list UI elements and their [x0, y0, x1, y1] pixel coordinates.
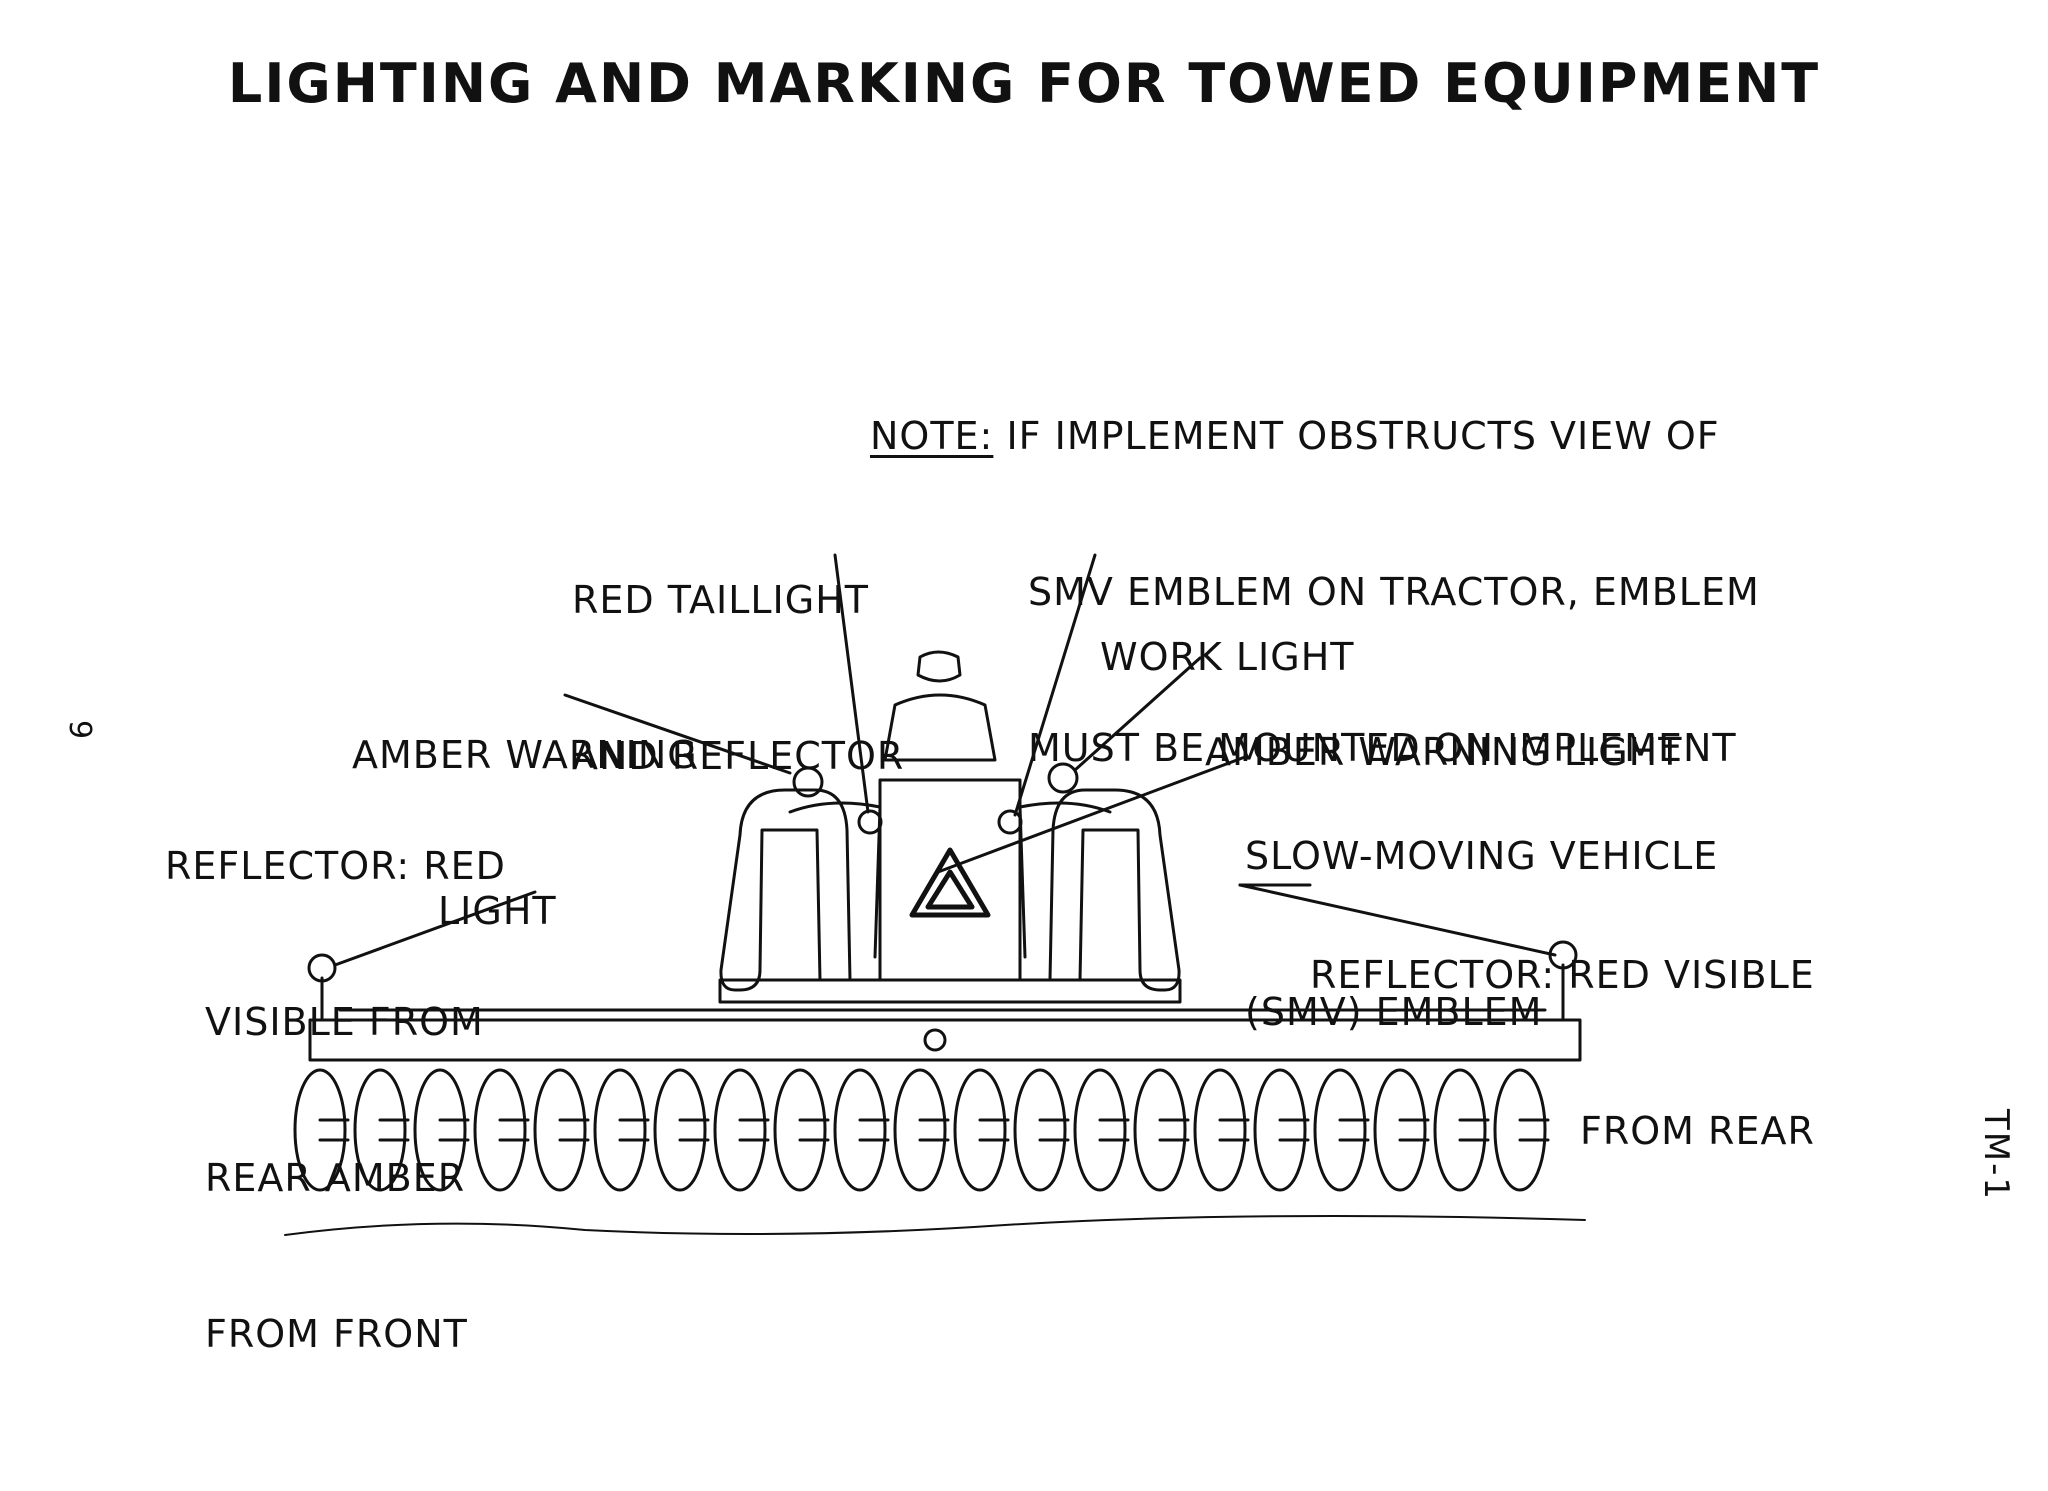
label-reflector-right-line-1: REFLECTOR: RED VISIBLE: [1310, 953, 1815, 997]
leader-amber-left: [563, 693, 792, 775]
disc-hub: [1218, 1118, 1250, 1142]
label-reflector-left-line-3: REAR AMBER: [205, 1156, 466, 1200]
label-smv-line-2: (SMV) EMBLEM: [1245, 990, 1543, 1034]
disc-blade: [473, 1068, 527, 1192]
disc-hub: [378, 1118, 410, 1142]
toolbar-beam: [308, 1018, 1582, 1062]
amber-light-left: [792, 766, 824, 798]
leader-reflector-left: [333, 890, 537, 967]
page-title: LIGHTING AND MARKING FOR TOWED EQUIPMENT: [227, 52, 1821, 115]
label-amber-left: AMBER WARNING LIGHT: [352, 625, 698, 989]
leader-red-taillight: [833, 553, 870, 814]
left-rear-wheel: [719, 788, 852, 992]
disc-gang: [293, 1068, 1550, 1192]
disc-blade: [1313, 1068, 1367, 1192]
disc-blade: [1013, 1068, 1067, 1192]
disc-blade: [1373, 1068, 1427, 1192]
disc-blade: [1253, 1068, 1307, 1192]
label-work-light: WORK LIGHT: [1100, 527, 1355, 735]
ground-line: [284, 1215, 1586, 1236]
disc-hub: [618, 1118, 650, 1142]
label-smv: SLOW-MOVING VEHICLE (SMV) EMBLEM: [1245, 726, 1718, 1090]
disc-blade: [593, 1068, 647, 1192]
label-reflector-right-line-2: FROM REAR: [1580, 1109, 1815, 1153]
label-amber-right-line-1: AMBER WARNING LIGHT: [1205, 730, 1683, 774]
leader-work-light: [1013, 553, 1097, 817]
disc-hub: [1458, 1118, 1490, 1142]
label-reflector-right: REFLECTOR: RED VISIBLE FROM REAR: [1310, 845, 1815, 1209]
label-amber-left-line-1: AMBER WARNING: [352, 733, 698, 777]
label-reflector-left-line-4: FROM FRONT: [205, 1312, 468, 1356]
disc-blade: [773, 1068, 827, 1192]
hitch-pin: [923, 1028, 947, 1052]
tractor-base: [718, 978, 1182, 1004]
operator-head: [916, 650, 962, 683]
disc-hub: [498, 1118, 530, 1142]
operator-body: [883, 693, 997, 762]
note-line-1: IF IMPLEMENT OBSTRUCTS VIEW OF: [1006, 414, 1720, 458]
disc-hub: [978, 1118, 1010, 1142]
disc-hub: [798, 1118, 830, 1142]
label-reflector-left-line-2: VISIBLE FROM: [205, 1000, 484, 1044]
disc-blade: [1073, 1068, 1127, 1192]
disc-blade: [413, 1068, 467, 1192]
disc-hub: [1278, 1118, 1310, 1142]
disc-hub: [1098, 1118, 1130, 1142]
left-fender: [788, 801, 882, 959]
disc-hub: [1398, 1118, 1430, 1142]
disc-blade: [713, 1068, 767, 1192]
label-amber-left-line-2: LIGHT: [438, 889, 557, 933]
disc-blade: [653, 1068, 707, 1192]
disc-hub: [558, 1118, 590, 1142]
label-reflector-left: REFLECTOR: RED VISIBLE FROM REAR AMBER F…: [165, 736, 506, 1412]
right-fender: [1018, 801, 1112, 959]
disc-blade: [1193, 1068, 1247, 1192]
disc-blade: [1433, 1068, 1487, 1192]
disc-hub: [738, 1118, 770, 1142]
label-smv-line-1: SLOW-MOVING VEHICLE: [1245, 834, 1719, 878]
label-work-light-line-1: WORK LIGHT: [1100, 635, 1355, 679]
disc-blade: [953, 1068, 1007, 1192]
disc-hub: [918, 1118, 950, 1142]
amber-light-right: [1047, 762, 1079, 794]
reflector-right: [1548, 940, 1578, 970]
disc-hub: [1338, 1118, 1370, 1142]
disc-blade: [893, 1068, 947, 1192]
disc-hub: [438, 1118, 470, 1142]
disc-hub: [318, 1118, 350, 1142]
right-rear-wheel: [1048, 788, 1181, 992]
red-taillight-right: [997, 809, 1023, 835]
disc-blade: [533, 1068, 587, 1192]
disc-hub: [858, 1118, 890, 1142]
disc-blade: [1493, 1068, 1547, 1192]
smv-emblem: [909, 847, 991, 918]
leader-reflector-right-b: [1238, 883, 1557, 957]
label-reflector-left-line-1: REFLECTOR: RED: [165, 844, 506, 888]
tractor: [718, 650, 1182, 1004]
tractor-center-housing: [878, 778, 1022, 982]
reflector-left: [307, 953, 337, 983]
label-amber-right: AMBER WARNING LIGHT: [1205, 622, 1682, 830]
disc-blade: [353, 1068, 407, 1192]
disc-hub: [1518, 1118, 1550, 1142]
disc-blade: [1133, 1068, 1187, 1192]
red-taillight-left: [857, 809, 883, 835]
leader-smv: [936, 755, 1247, 874]
disc-harrow: [284, 940, 1586, 1236]
disc-hub: [1158, 1118, 1190, 1142]
disc-hub: [678, 1118, 710, 1142]
disc-blade: [833, 1068, 887, 1192]
leader-amber-right: [1073, 656, 1202, 772]
label-red-taillight-line-1: RED TAILLIGHT: [572, 578, 869, 622]
disc-blade: [293, 1068, 347, 1192]
note-key: NOTE:: [870, 414, 994, 458]
leader-lines: [333, 553, 1557, 967]
disc-hub: [1038, 1118, 1070, 1142]
note-line-2: SMV EMBLEM ON TRACTOR, EMBLEM: [1028, 570, 1760, 614]
